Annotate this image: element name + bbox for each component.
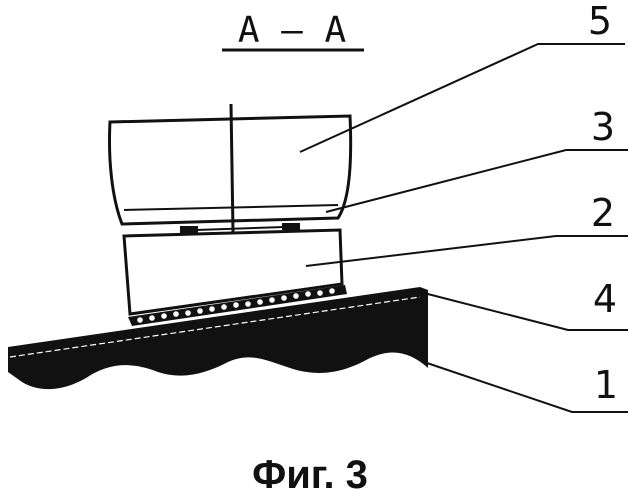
label-3: 3 bbox=[591, 105, 615, 149]
figure-caption: Фиг. 3 bbox=[252, 453, 368, 497]
label-4: 5 bbox=[588, 0, 612, 43]
section-title: А – А bbox=[238, 10, 347, 51]
label-5: 4 bbox=[593, 277, 617, 321]
support-3-link bbox=[196, 227, 284, 230]
label-2: 2 bbox=[591, 191, 615, 235]
leader-line-3 bbox=[326, 150, 628, 212]
label-1: 1 bbox=[594, 363, 618, 407]
support-3-left bbox=[180, 226, 198, 233]
support-3-right bbox=[282, 223, 300, 230]
carriage-block-2 bbox=[124, 230, 342, 314]
leader-line-2 bbox=[306, 236, 628, 266]
vertical-axis bbox=[231, 104, 233, 232]
